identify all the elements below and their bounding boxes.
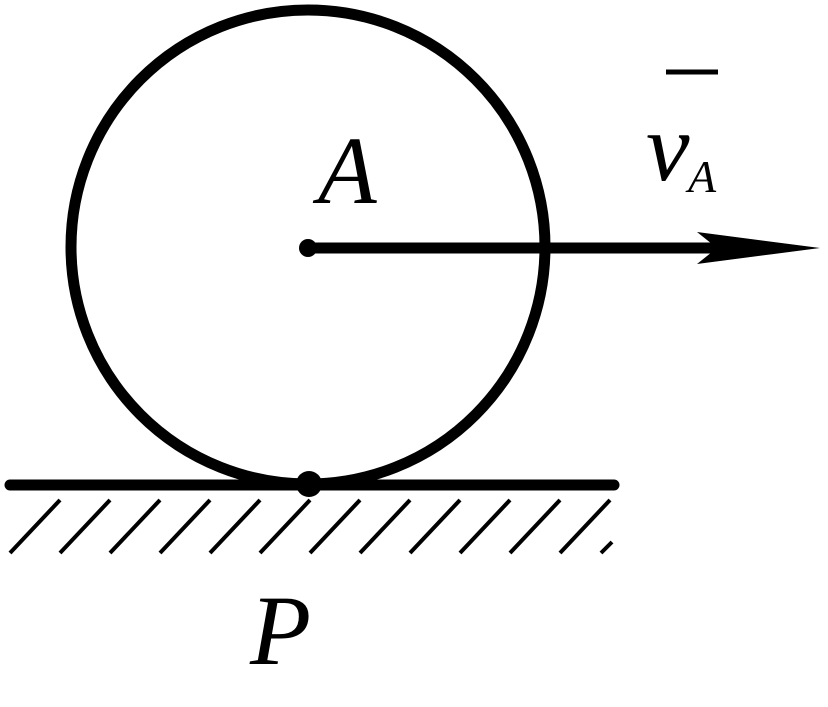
contact-point-dot xyxy=(296,471,322,497)
velocity-arrow-head xyxy=(697,232,820,264)
hatch-stroke xyxy=(358,498,412,555)
hatch-stroke xyxy=(308,498,362,555)
hatch-stroke xyxy=(158,498,212,555)
ground-hatching xyxy=(8,498,614,555)
hatch-stroke xyxy=(258,498,312,555)
hatch-stroke xyxy=(408,498,462,555)
hatch-stroke xyxy=(208,498,262,555)
hatch-stroke xyxy=(508,498,562,555)
center-label: A xyxy=(312,117,377,224)
hatch-stroke xyxy=(8,498,62,555)
contact-label: P xyxy=(249,575,311,686)
hatch-stroke xyxy=(458,498,512,555)
hatch-stroke xyxy=(558,498,612,555)
hatch-stroke xyxy=(58,498,112,555)
hatch-stroke xyxy=(599,540,614,555)
hatch-stroke xyxy=(108,498,162,555)
velocity-subscript: A xyxy=(685,151,717,202)
velocity-label: v xyxy=(646,94,690,202)
